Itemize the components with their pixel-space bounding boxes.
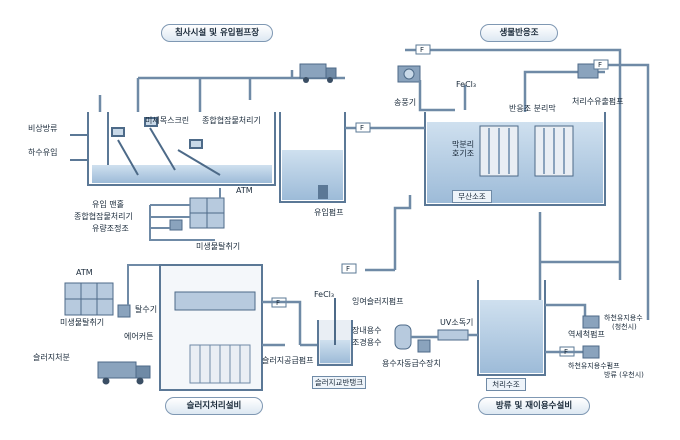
sludge-building	[159, 264, 263, 391]
label-stream-pump: 하천유지용수펌프	[568, 362, 620, 370]
label-combined-debris2: 종합협잡물처리기	[74, 212, 133, 221]
treated-pump-icon	[577, 63, 599, 79]
label-sewage-inflow: 하수유입	[28, 148, 58, 157]
uv-icon	[437, 329, 469, 341]
label-sludge-feed-pump: 슬러지공급펌프	[262, 356, 314, 365]
label-combined-debris: 종합협잡물처리기	[202, 116, 261, 125]
label-influent-manhole: 유입 맨홀	[92, 200, 124, 209]
label-treatment-tank: 처리수조	[486, 378, 526, 391]
label-sludge-disposal: 슬러지처분	[33, 353, 70, 362]
label-stream-maintenance-sub: (청천시)	[612, 323, 637, 331]
label-fecl3-top: FeCl₃	[456, 80, 477, 89]
label-treated-pump: 처리수유출펌프	[572, 97, 624, 106]
label-micro-dewatering-left: 미생물탈취기	[60, 318, 105, 327]
valve-tag-4: F	[346, 265, 351, 273]
label-atm-top: ATM	[236, 186, 253, 195]
sedimentation-basin	[70, 112, 276, 186]
sludge-storage-tank	[317, 298, 353, 366]
section-header-bioreactor: 생물반응조	[480, 24, 558, 42]
label-dewatering: 탈수기	[135, 305, 158, 314]
influent-pump-tank	[279, 112, 346, 203]
treatment-tank	[477, 280, 546, 376]
label-emergency-discharge: 비상방류	[28, 124, 58, 133]
label-uv: UV소독기	[440, 318, 474, 327]
label-backwash-pump: 역세척펌프	[568, 330, 605, 339]
label-membrane-line1: 막분리	[452, 140, 475, 149]
sludge-pipes	[262, 300, 318, 347]
reuse-unit-icon	[394, 324, 431, 353]
valve-tag-6: F	[564, 348, 569, 356]
sedimentation-water	[92, 165, 272, 183]
label-micro-dewatering-top: 미생물탈취기	[196, 242, 241, 251]
dump-truck-icon	[97, 361, 151, 385]
deodorizer-left-top	[149, 188, 225, 241]
valve-tag-5: F	[276, 299, 281, 307]
label-fire-water: 장내용수	[352, 326, 382, 335]
label-reactor-separation: 반응조 분리막	[509, 104, 556, 113]
label-reuse-supply: 용수자동급수장치	[382, 359, 441, 368]
valve-tag-2: F	[420, 46, 425, 54]
label-influent-pump: 유입펌프	[314, 208, 344, 217]
valve-tag-1: F	[360, 124, 365, 132]
fine-screen-icon	[111, 117, 221, 176]
label-landscape-water: 조경용수	[352, 338, 382, 347]
bioreactor-tank	[424, 112, 606, 206]
label-membrane-separation: 막분리 호기조	[452, 140, 474, 158]
label-excess-sludge-pump: 잉여슬러지펌프	[352, 297, 404, 306]
discharge-pipes	[411, 260, 620, 354]
truck-icon	[299, 63, 337, 83]
label-fecl3-bottom: FeCl₃	[314, 290, 335, 299]
label-membrane-line2: 호기조	[452, 149, 475, 158]
label-atm-left: ATM	[76, 268, 93, 277]
valve-tag-3: F	[598, 61, 603, 69]
label-flow-equalization: 유량조정조	[92, 224, 129, 233]
pump-icons-right	[582, 315, 600, 359]
label-anoxic: 무산소조	[452, 190, 492, 203]
deodorizer-left-bottom	[64, 264, 160, 318]
label-blower: 송풍기	[394, 98, 417, 107]
blower-icon	[397, 65, 421, 83]
label-fine-screen: 미세목스크린	[145, 116, 190, 125]
section-header-discharge: 방류 및 재이용수설비	[478, 397, 590, 415]
label-discharge-rain: 방류 (우천시)	[604, 371, 644, 379]
section-header-sludge: 슬러지처리설비	[165, 397, 263, 415]
label-air-curtain: 에어커튼	[124, 332, 154, 341]
label-sludge-storage-tank: 슬러지교반탱크	[312, 376, 366, 389]
label-stream-maintenance: 하천유지용수	[604, 314, 643, 322]
section-header-sedimentation: 침사시설 및 유입펌프장	[161, 24, 273, 42]
